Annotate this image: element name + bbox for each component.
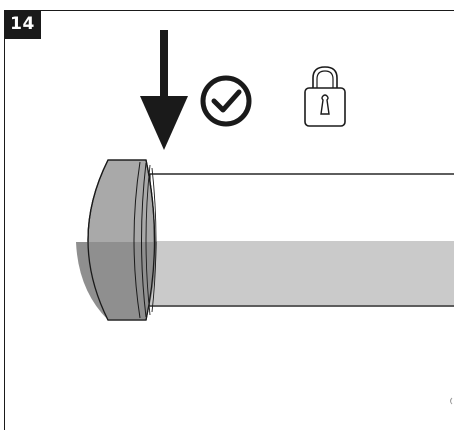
edge-mark (450, 397, 453, 405)
padlock-icon (304, 66, 346, 127)
tube-shadow (150, 241, 454, 306)
end-cap-ring (76, 159, 157, 321)
check-circle-icon (200, 75, 252, 127)
step-number-badge: 14 (4, 10, 41, 39)
tube (149, 173, 454, 307)
down-arrow-icon (140, 30, 188, 150)
instruction-panel-frame (4, 10, 454, 430)
ring-shadow (76, 242, 157, 320)
